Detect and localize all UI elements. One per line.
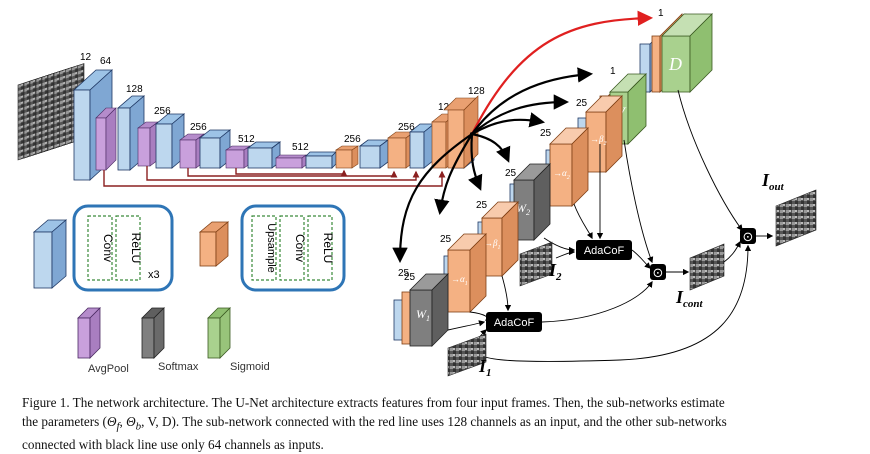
- caption-line-3: connected with black line use only 64 ch…: [22, 436, 324, 452]
- legend-x3-label: x3: [148, 269, 160, 281]
- caption-line-2b: , V, D). The sub-network connected with …: [141, 413, 727, 429]
- image-iout: [775, 189, 817, 247]
- caption-theta-f-sub: f: [116, 420, 120, 433]
- avgpool-2: [137, 121, 159, 167]
- label-icont: Icont: [675, 287, 704, 310]
- unet-conv-block-5: [246, 141, 282, 169]
- subnet-d: [639, 13, 713, 93]
- legend-sigmoid-icon: [207, 307, 231, 359]
- legend: Conv ReLU x3 Upsample Conv ReLU AvgPool …: [32, 204, 346, 375]
- legend-avgpool-icon: [77, 307, 101, 359]
- legend-upsample-box: [240, 204, 346, 292]
- figure-caption: Figure 1. The network architecture. The …: [22, 394, 852, 454]
- avgpool-4: [225, 145, 251, 169]
- odot-op-1: [650, 264, 666, 280]
- legend-conv-label: Conv: [101, 234, 115, 262]
- legend-softmax-icon: [141, 307, 165, 359]
- legend-relu2-inner: [307, 215, 333, 281]
- label-64: 64: [100, 56, 112, 67]
- label-12: 12: [80, 52, 92, 63]
- label-128-c: 128: [468, 86, 485, 97]
- legend-avgpool-label: AvgPool: [88, 363, 129, 375]
- label-w2-25: 25: [476, 200, 488, 211]
- label-w1-25: 25: [398, 268, 410, 279]
- legend-relu-inner: [115, 215, 141, 281]
- legend-relu2-label: ReLU: [321, 233, 335, 264]
- label-alpha2-25: 25: [505, 168, 517, 179]
- upsample-4: [443, 95, 479, 169]
- legend-conv-box: [72, 204, 174, 292]
- beta2-symbol: →β2: [590, 134, 606, 147]
- d-symbol: D: [668, 54, 682, 74]
- label-d-channels: 1: [658, 8, 664, 19]
- legend-conv-block-icon: [32, 219, 68, 289]
- subnet-alpha2: [545, 127, 589, 207]
- legend-relu-label: ReLU: [129, 233, 143, 264]
- subnet-w1: [393, 273, 449, 347]
- adacof-op-2: [576, 240, 632, 260]
- label-256-c: 256: [344, 134, 361, 145]
- unet-conv-block-4: [198, 129, 232, 169]
- label-beta1-25: 25: [440, 234, 452, 245]
- red-line-to-d: [471, 10, 654, 135]
- label-beta2-25: 25: [540, 128, 552, 139]
- skip-connections: [103, 166, 446, 187]
- w2-symbol: W2: [516, 201, 530, 217]
- avgpool-5: [275, 154, 307, 169]
- upsample-1: [335, 145, 359, 169]
- label-v-channels: 1: [610, 66, 616, 77]
- adacof-1-label: AdaCoF: [494, 317, 535, 329]
- label-128-a: 128: [126, 84, 143, 95]
- caption-fig-label: Figure 1.: [22, 395, 70, 410]
- beta1-symbol: →β1: [484, 238, 500, 251]
- odot-op-2: [740, 228, 756, 244]
- adacof-op-1: [486, 312, 542, 332]
- unet-conv-block-7: [358, 139, 390, 169]
- w1-symbol: W1: [416, 307, 430, 323]
- label-alpha1-25: 25: [404, 272, 416, 283]
- legend-softmax-label: Softmax: [158, 361, 199, 373]
- subnet-w2: [509, 163, 551, 241]
- caption-line-2a: the parameters (: [22, 413, 107, 429]
- alpha2-symbol: →α2: [553, 168, 570, 181]
- adacof-2-label: AdaCoF: [584, 245, 625, 257]
- caption-comma: ,: [119, 413, 127, 429]
- caption-theta-f: Θ: [106, 413, 117, 429]
- caption-theta-b-sub: b: [135, 420, 142, 433]
- caption-line-1: The network architecture. The U-Net arch…: [69, 395, 725, 410]
- label-iout: Iout: [761, 170, 785, 193]
- unet-conv-block-6: [305, 151, 337, 169]
- label-512-b: 512: [292, 142, 309, 153]
- odot-1-symbol: ⊙: [653, 265, 664, 280]
- label-256-b: 256: [190, 122, 207, 133]
- label-i2: I2: [548, 260, 562, 283]
- legend-conv2-inner: [279, 215, 305, 281]
- legend-conv-inner: [87, 215, 113, 281]
- unet-conv-block-8: [408, 123, 436, 169]
- caption-theta-b: Θ: [126, 413, 136, 429]
- avgpool-1: [95, 107, 117, 171]
- legend-upsample-inner: [251, 215, 277, 281]
- odot-2-symbol: ⊙: [743, 229, 754, 244]
- subnet-connections: [392, 10, 654, 264]
- architecture-diagram: 12 64 128 256: [17, 8, 817, 379]
- legend-upsample-label: Upsample: [265, 223, 277, 273]
- unet: 12 64 128 256: [72, 52, 485, 187]
- input-frames-stack: [17, 63, 85, 161]
- image-i1: [447, 333, 487, 377]
- image-i2: [519, 241, 553, 287]
- label-256-a: 256: [154, 106, 171, 117]
- label-i1: I1: [478, 356, 492, 379]
- alpha1-symbol: →α1: [451, 274, 468, 287]
- subnet-alpha1: [443, 233, 487, 313]
- label-v-25: 25: [576, 98, 588, 109]
- legend-conv2-label: Conv: [293, 234, 307, 262]
- legend-sigmoid-label: Sigmoid: [230, 361, 270, 373]
- label-512-a: 512: [238, 134, 255, 145]
- label-256-d: 256: [398, 122, 415, 133]
- image-icont: [689, 243, 725, 291]
- legend-upsample-block-icon: [198, 221, 230, 267]
